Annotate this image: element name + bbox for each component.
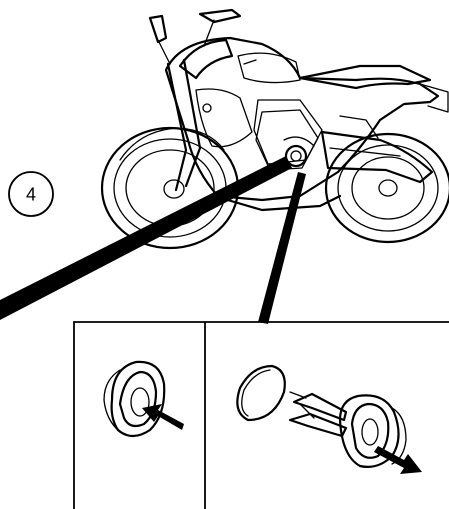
- step-number-badge: 4: [9, 172, 53, 216]
- detail-box-frame: [74, 322, 449, 509]
- plug-press-in-illustration: [104, 362, 184, 436]
- detail-box: [74, 322, 449, 509]
- step-number-text: 4: [26, 185, 36, 205]
- plug-pull-out-illustration: [237, 366, 422, 474]
- leader-line-right: [258, 172, 306, 324]
- motorcycle-illustration: [102, 10, 449, 248]
- pull-out-arrow: [374, 446, 422, 474]
